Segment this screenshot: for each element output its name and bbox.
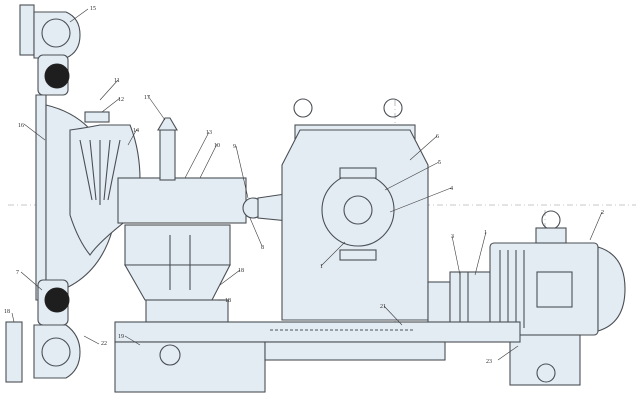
- callout-1a: 1: [320, 264, 323, 270]
- callout-1b: 1: [484, 230, 487, 236]
- upper-ball-valve: [44, 63, 70, 89]
- callout-22: 22: [101, 341, 107, 347]
- callout-19: 19: [118, 334, 124, 340]
- callout-4: 4: [450, 186, 453, 192]
- callout-18b: 18: [225, 298, 231, 304]
- callout-23: 23: [486, 359, 492, 365]
- callout-18a: 18: [238, 268, 244, 274]
- callout-12: 12: [118, 97, 124, 103]
- gearbox: [281, 98, 429, 321]
- callout-2: 2: [601, 210, 604, 216]
- callout-5: 5: [438, 160, 441, 166]
- callout-7: 7: [16, 270, 19, 276]
- callout-21: 21: [380, 304, 386, 310]
- callout-9: 9: [233, 144, 236, 150]
- callout-18c: 18: [4, 309, 10, 315]
- electric-motor: [489, 210, 626, 386]
- callout-6: 6: [436, 134, 439, 140]
- callout-8: 8: [261, 245, 264, 251]
- cylinder-housing: [117, 117, 247, 323]
- lower-ball-valve: [44, 287, 70, 313]
- callout-14: 14: [133, 128, 139, 134]
- callout-labels: 15 11 12 17 16 14 13 10 9 6 5 4 8 1 1 3 …: [4, 6, 604, 365]
- callout-3: 3: [451, 234, 454, 240]
- callout-13: 13: [206, 130, 212, 136]
- callout-10: 10: [214, 143, 220, 149]
- callout-17: 17: [144, 95, 150, 101]
- leader-lines: [11, 8, 603, 361]
- callout-16: 16: [18, 123, 24, 129]
- base-frame: [114, 321, 521, 393]
- pump-head: [5, 4, 119, 383]
- callout-15: 15: [90, 6, 96, 12]
- callout-11: 11: [114, 78, 120, 84]
